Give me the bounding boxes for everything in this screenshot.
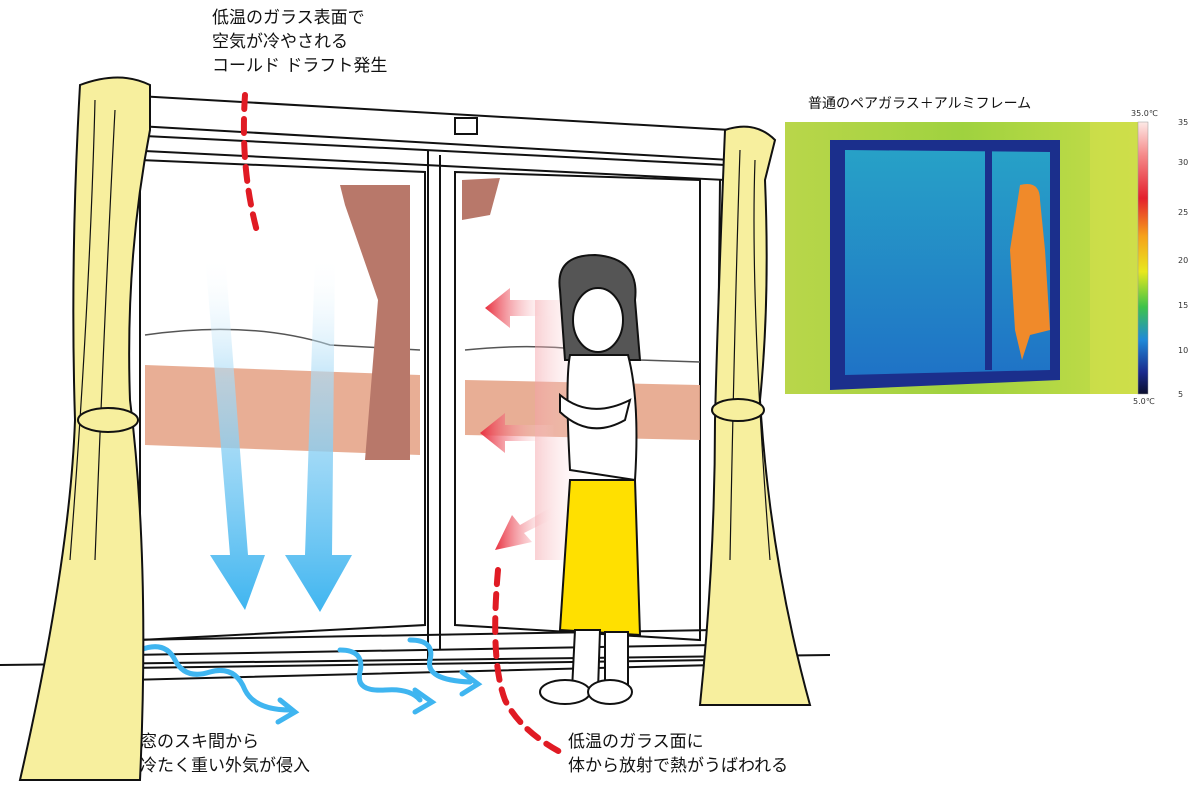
cold-draft-line-3: コールド ドラフト発生 [212,56,388,76]
radiation-line-1: 低温のガラス面に [568,732,704,752]
scale-tick: 10 [1178,346,1189,355]
thermal-image [785,121,1149,395]
cold-draft-annotation: 低温のガラス表面で 空気が冷やされる コールド ドラフト発生 [212,6,387,78]
cold-draft-arrows [205,255,352,612]
gap-air-line-2: 冷たく重い外気が侵入 [140,756,310,776]
thermal-image-title: 普通のペアガラス＋アルミフレーム [808,96,1032,112]
scale-tick: 5 [1178,390,1184,399]
draft-dashed-lines [240,92,563,755]
scale-tick: 15 [1178,301,1189,310]
shivering-woman [539,253,642,705]
gap-air-line-1: 窓のスキ間から [140,732,259,752]
right-curtain [698,125,812,706]
gap-air-arrows [137,637,483,725]
scale-min-label: 5.0℃ [1133,397,1155,406]
scale-tick: 25 [1178,208,1189,217]
radiation-line-2: 体から放射で熱がうばわれる [568,756,789,776]
cold-draft-line-1: 低温のガラス表面で [212,8,365,28]
scale-tick: 30 [1178,158,1189,167]
scale-max-label: 35.0℃ [1131,109,1158,118]
scale-tick: 20 [1178,256,1189,265]
scale-tick: 35 [1178,118,1189,127]
window-frame [119,93,731,682]
left-curtain [18,76,151,781]
gap-air-annotation: 窓のスキ間から 冷たく重い外気が侵入 [140,730,310,778]
cold-draft-line-2: 空気が冷やされる [212,32,348,52]
radiation-annotation: 低温のガラス面に 体から放射で熱がうばわれる [568,730,788,778]
